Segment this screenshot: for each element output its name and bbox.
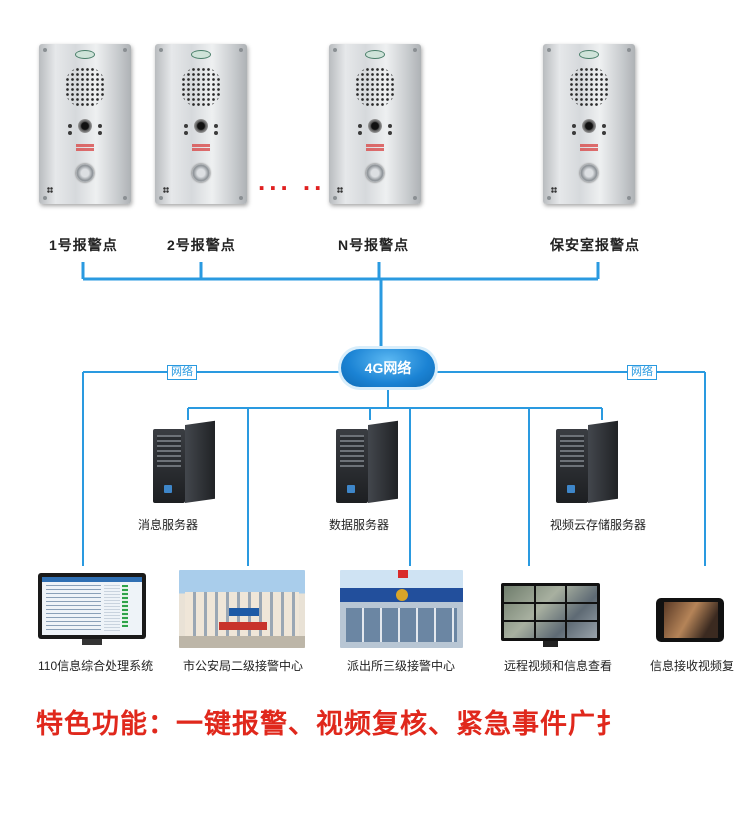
camera-lens-icon <box>194 119 208 133</box>
ellipsis-dots: ... .. <box>258 166 326 196</box>
monitor-icon <box>38 573 146 645</box>
server-label-message: 消息服务器 <box>138 518 199 532</box>
speaker-grille-icon <box>564 62 614 112</box>
microphone-icon <box>551 187 557 193</box>
alarm-button-icon <box>580 164 598 182</box>
message-server-icon <box>153 420 215 505</box>
ccc-logo <box>191 50 211 59</box>
speaker-grille-icon <box>350 62 400 112</box>
alarm-button-icon <box>76 164 94 182</box>
data-server-icon <box>336 420 398 505</box>
network-hub-4g: 4G网络 <box>341 349 435 387</box>
alarm-panel-1 <box>39 44 131 204</box>
camera-lens-icon <box>582 119 596 133</box>
alarm-point-label-2: 2号报警点 <box>167 237 236 253</box>
alarm-button-icon <box>192 164 210 182</box>
ccc-logo <box>365 50 385 59</box>
terminal-label-station: 派出所三级接警中心 <box>347 659 456 673</box>
alarm-panel-2 <box>155 44 247 204</box>
ccc-logo <box>75 50 95 59</box>
alarm-button-icon <box>366 164 384 182</box>
speaker-grille-icon <box>60 62 110 112</box>
camera-lens-icon <box>368 119 382 133</box>
police-building-photo <box>179 570 305 648</box>
police-station-photo <box>340 570 463 648</box>
microphone-icon <box>163 187 169 193</box>
network-tag-right: 网络 <box>627 365 657 380</box>
video-wall-icon <box>501 583 600 647</box>
alarm-panel-n <box>329 44 421 204</box>
server-label-data: 数据服务器 <box>329 518 390 532</box>
alarm-point-label-security: 保安室报警点 <box>550 237 640 253</box>
video-cloud-server-icon <box>556 420 618 505</box>
microphone-icon <box>337 187 343 193</box>
terminal-label-remote-video: 远程视频和信息查看 <box>504 659 613 673</box>
terminal-label-city-police: 市公安局二级接警中心 <box>183 659 304 673</box>
alarm-point-label-n: N号报警点 <box>338 237 410 253</box>
server-label-video: 视频云存储服务器 <box>550 518 647 532</box>
smartphone-icon <box>656 598 724 642</box>
terminal-label-110: 110信息综合处理系统 <box>38 659 154 673</box>
alarm-point-label-1: 1号报警点 <box>49 237 118 253</box>
network-tag-left: 网络 <box>167 365 197 380</box>
features-headline: 特色功能：一键报警、视频复核、紧急事件广扌 <box>36 709 624 739</box>
camera-lens-icon <box>78 119 92 133</box>
alarm-panel-security-room <box>543 44 635 204</box>
microphone-icon <box>47 187 53 193</box>
speaker-grille-icon <box>176 62 226 112</box>
terminal-label-mobile: 信息接收视频复 <box>650 659 735 673</box>
ccc-logo <box>579 50 599 59</box>
